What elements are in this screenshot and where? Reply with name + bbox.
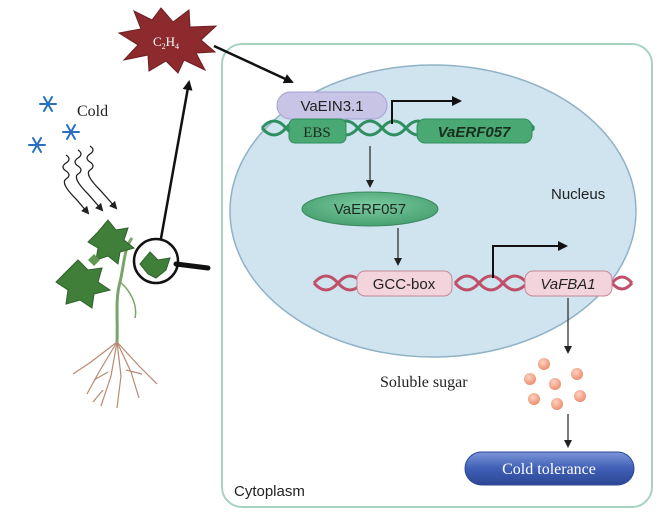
soluble-sugar-dots bbox=[524, 358, 586, 410]
gcc-box-label: GCC-box bbox=[373, 276, 436, 293]
lower-transcription-arrow bbox=[492, 241, 568, 278]
ebs-label: EBS bbox=[303, 125, 331, 141]
upper-transcription-arrow bbox=[391, 96, 462, 124]
snowflake-icon bbox=[39, 96, 57, 112]
vaerf057-gene bbox=[416, 118, 533, 144]
vaerf057-protein-label: VaERF057 bbox=[334, 201, 406, 218]
ethylene-burst-icon: C2H4 bbox=[117, 7, 218, 74]
ethylene-to-nucleus-arrow bbox=[213, 44, 294, 84]
vaein31-label: VaEIN3.1 bbox=[300, 98, 363, 115]
nucleus-label: Nucleus bbox=[551, 186, 605, 203]
cold-tolerance-outcome bbox=[464, 451, 635, 486]
soluble-sugar-label: Soluble sugar bbox=[380, 374, 468, 391]
cold-tolerance-label: Cold tolerance bbox=[502, 461, 596, 478]
vaerf057-protein bbox=[301, 191, 439, 227]
gcc-box-element bbox=[356, 270, 453, 297]
plant-to-ethylene-arrow bbox=[158, 80, 193, 245]
plant-icon bbox=[55, 219, 158, 409]
snowflake-icon bbox=[28, 137, 46, 153]
vaerf057-gene-label: VaERF057 bbox=[438, 124, 511, 141]
vafba1-gene bbox=[524, 270, 613, 297]
cytoplasm-label: Cytoplasm bbox=[234, 483, 305, 500]
cold-label: Cold bbox=[77, 103, 108, 120]
lower-dna-helix bbox=[312, 274, 634, 292]
svg-text:C2H4: C2H4 bbox=[153, 34, 179, 51]
ethylene-h: H bbox=[166, 34, 175, 49]
snowflake-icon bbox=[62, 124, 80, 140]
ebs-element bbox=[288, 118, 347, 144]
vafba1-gene-label: VaFBA1 bbox=[540, 276, 595, 293]
ethylene-sub2: 2 bbox=[162, 42, 166, 51]
ethylene-c: C bbox=[153, 34, 162, 49]
ethylene-sub4: 4 bbox=[175, 42, 179, 51]
magnifier-icon bbox=[132, 237, 211, 285]
cold-wave-arrows bbox=[62, 145, 118, 215]
